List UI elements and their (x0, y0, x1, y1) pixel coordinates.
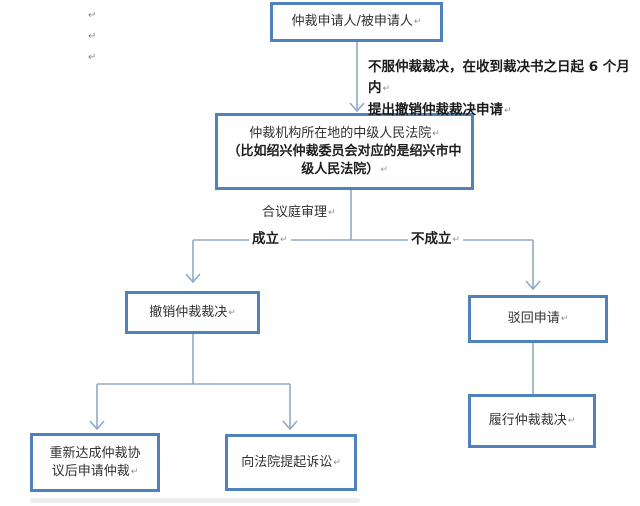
node-intermediate-court: 仲裁机构所在地的中级人民法院↵ （比如绍兴仲裁委员会对应的是绍兴市中级人民法院）… (215, 113, 474, 190)
node-perform-award: 履行仲裁裁决↵ (468, 394, 596, 448)
return-mark: ↵ (130, 466, 139, 477)
node-applicant: 仲裁申请人/被申请人↵ (270, 2, 443, 42)
return-mark: ↵ (382, 84, 391, 94)
note-line1: 不服仲裁裁决，在收到裁决书之日起 6 个月内↵ (368, 59, 630, 96)
node-reject-application: 驳回申请↵ (468, 295, 608, 343)
return-mark: ↵ (560, 314, 569, 324)
node-court-line2: （比如绍兴仲裁委员会对应的是绍兴市中级人民法院）↵ (227, 143, 462, 177)
note-line2: 提出撤销仲裁裁决申请↵ (368, 102, 512, 118)
node-reject-text: 驳回申请↵ (507, 311, 569, 326)
paragraph-mark: ↵ (88, 52, 97, 63)
node-file-lawsuit: 向法院提起诉讼↵ (225, 434, 357, 491)
return-mark: ↵ (504, 106, 512, 116)
paragraph-mark: ↵ (88, 31, 97, 42)
label-established: 成立↵ (249, 231, 291, 249)
node-reapply-text: 重新达成仲裁协议后申请仲裁↵ (49, 445, 141, 479)
label-panel-review: 合议庭审理↵ (259, 204, 339, 222)
return-mark: ↵ (432, 128, 440, 139)
return-mark: ↵ (333, 457, 341, 468)
return-mark: ↵ (380, 164, 388, 175)
paragraph-mark: ↵ (88, 10, 97, 21)
node-revoke-award: 撤销仲裁裁决↵ (125, 291, 260, 334)
node-reapply-arbitration: 重新达成仲裁协议后申请仲裁↵ (30, 433, 160, 492)
return-mark: ↵ (328, 208, 336, 218)
note-appeal-deadline: 不服仲裁裁决，在收到裁决书之日起 6 个月内↵ 提出撤销仲裁裁决申请↵ (368, 57, 640, 122)
node-applicant-text: 仲裁申请人/被申请人↵ (291, 14, 422, 29)
return-mark: ↵ (452, 235, 461, 245)
label-not-established: 不成立↵ (408, 231, 464, 249)
return-mark: ↵ (413, 17, 422, 27)
return-mark: ↵ (567, 416, 576, 426)
node-revoke-text: 撤销仲裁裁决↵ (149, 304, 236, 320)
scan-smudge (30, 498, 360, 503)
return-mark: ↵ (280, 235, 288, 245)
node-court-line1: 仲裁机构所在地的中级人民法院↵ (249, 125, 440, 141)
node-lawsuit-text: 向法院提起诉讼↵ (241, 454, 341, 470)
node-perform-text: 履行仲裁裁决↵ (488, 413, 576, 428)
return-mark: ↵ (228, 307, 236, 318)
